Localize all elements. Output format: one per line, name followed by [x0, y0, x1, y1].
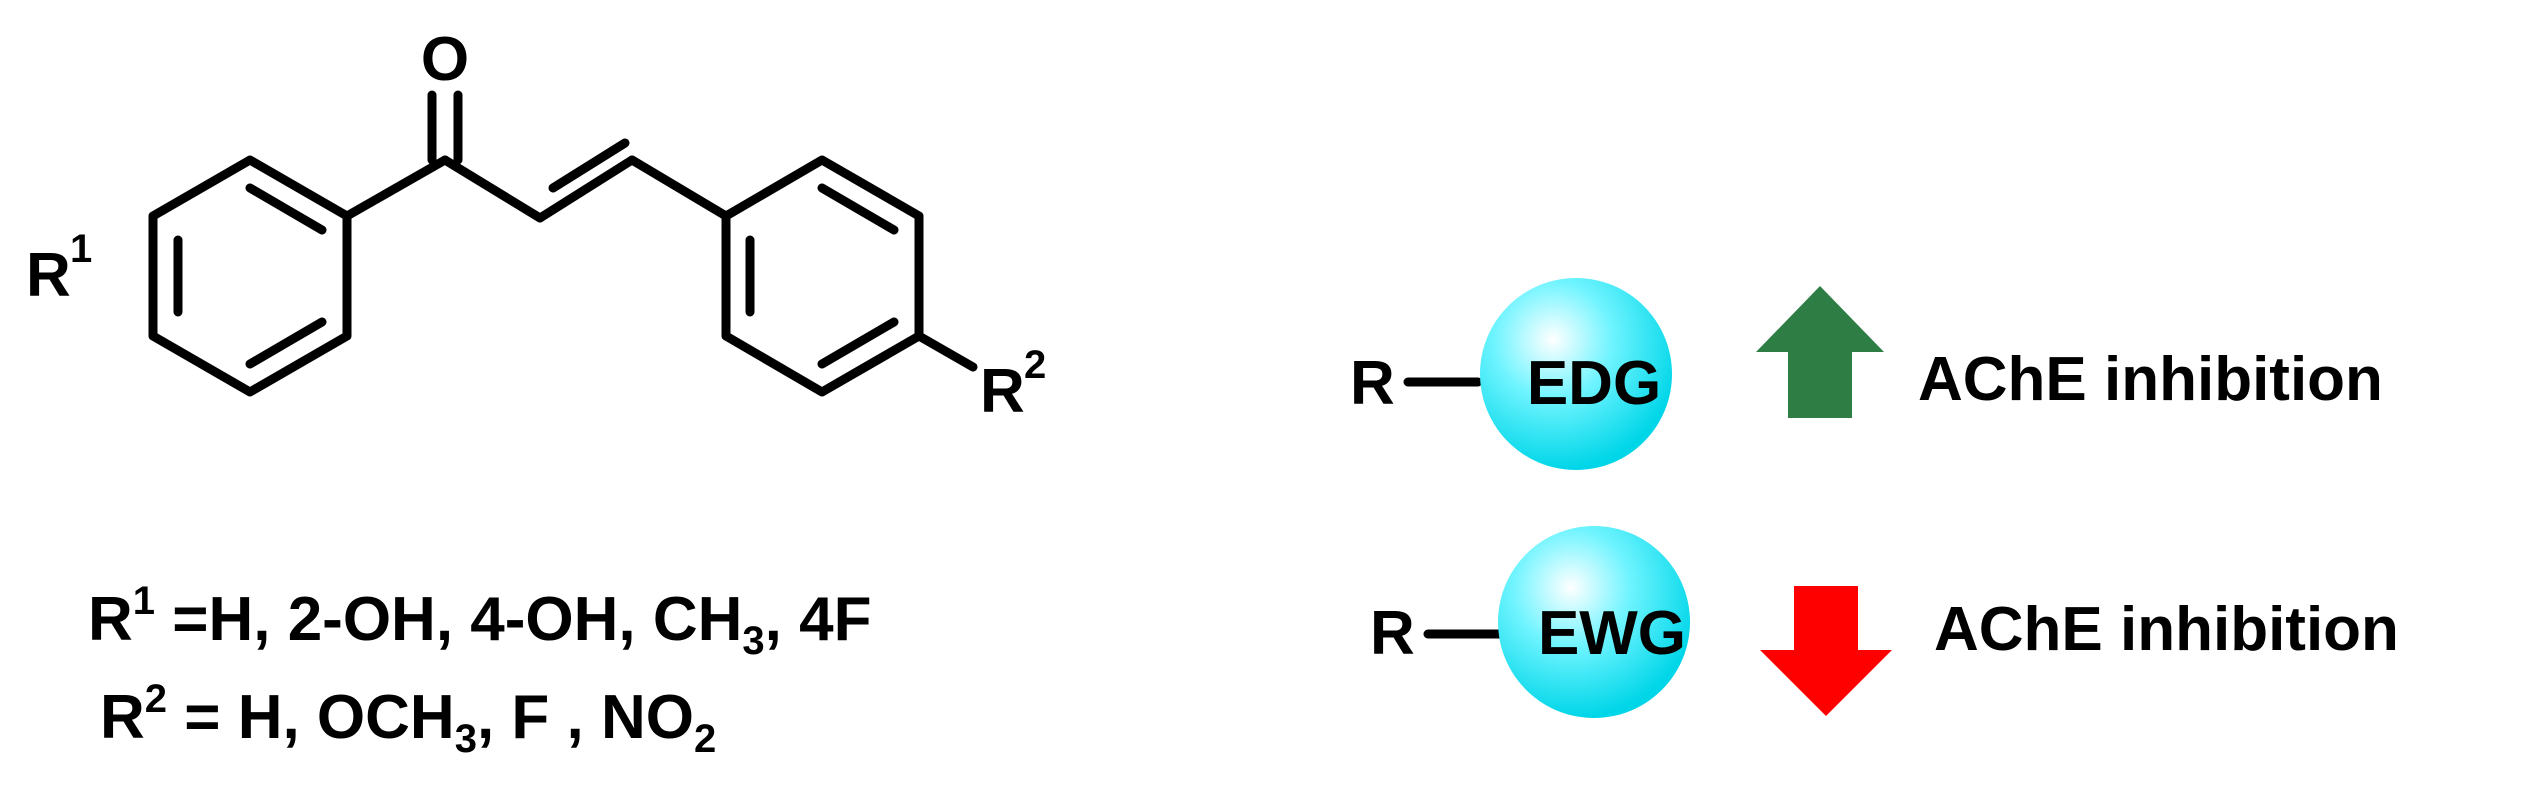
sar-ewg-row: R EWG AChE inhibition: [1370, 526, 2399, 718]
edg-sphere: [1480, 278, 1672, 470]
ewg-effect-label: AChE inhibition: [1934, 595, 2399, 664]
edg-r-label: R: [1350, 349, 1395, 418]
r2-def-values-mid: , F , NO: [477, 683, 694, 752]
r1-def-index: 1: [133, 579, 155, 623]
substituent-definitions: R1 =H, 2-OH, 4-OH, CH3, 4F R2 = H, OCH3,…: [88, 579, 871, 761]
r1-definition-line: R1 =H, 2-OH, 4-OH, CH3, 4F: [88, 579, 871, 663]
r1-def-symbol: R: [88, 585, 133, 654]
bond-ring-carbonyl: [342, 155, 450, 221]
up-arrow-icon: [1756, 286, 1884, 418]
sar-edg-row: R EDG AChE inhibition: [1350, 278, 2383, 470]
right-ring-double-bonds: [745, 183, 899, 369]
bond-carbonyl-alpha: [440, 155, 545, 223]
r2-index: 2: [1024, 343, 1046, 387]
ewg-sphere: [1498, 526, 1690, 718]
r1-def-subscript: 3: [742, 619, 764, 663]
r2-symbol: R: [980, 357, 1025, 426]
left-ring-double-bonds: [173, 183, 327, 369]
edg-group-label: EDG: [1527, 349, 1661, 418]
ewg-r-label: R: [1370, 599, 1415, 668]
r2-def-index: 2: [145, 677, 167, 721]
r2-def-symbol: R: [100, 683, 145, 752]
r1-def-values-end: , 4F: [765, 585, 872, 654]
ewg-group-label: EWG: [1538, 599, 1686, 668]
r2-def-subscript-1: 3: [455, 717, 477, 761]
r2-definition-line: R2 = H, OCH3, F , NO2: [100, 677, 716, 761]
r2-def-subscript-2: 2: [694, 717, 716, 761]
r1-symbol: R: [26, 241, 71, 310]
carbonyl-oxygen-label: O: [421, 25, 469, 94]
alkene-double-bond: [535, 138, 637, 223]
right-benzene-ring: [721, 155, 924, 397]
bond-beta-ring: [627, 155, 731, 221]
bond-ring-r2: [914, 331, 978, 372]
r2-group-label: R 2: [980, 343, 1046, 426]
carbonyl-double-bond: [427, 90, 463, 165]
r1-index: 1: [70, 227, 92, 271]
edg-effect-label: AChE inhibition: [1918, 345, 2383, 414]
r2-def-values: = H, OCH: [167, 683, 455, 752]
r1-group-label: R 1: [26, 227, 92, 310]
down-arrow-icon: [1760, 586, 1892, 716]
chalcone-structure: [148, 90, 978, 397]
r1-def-values: =H, 2-OH, 4-OH, CH: [155, 585, 742, 654]
